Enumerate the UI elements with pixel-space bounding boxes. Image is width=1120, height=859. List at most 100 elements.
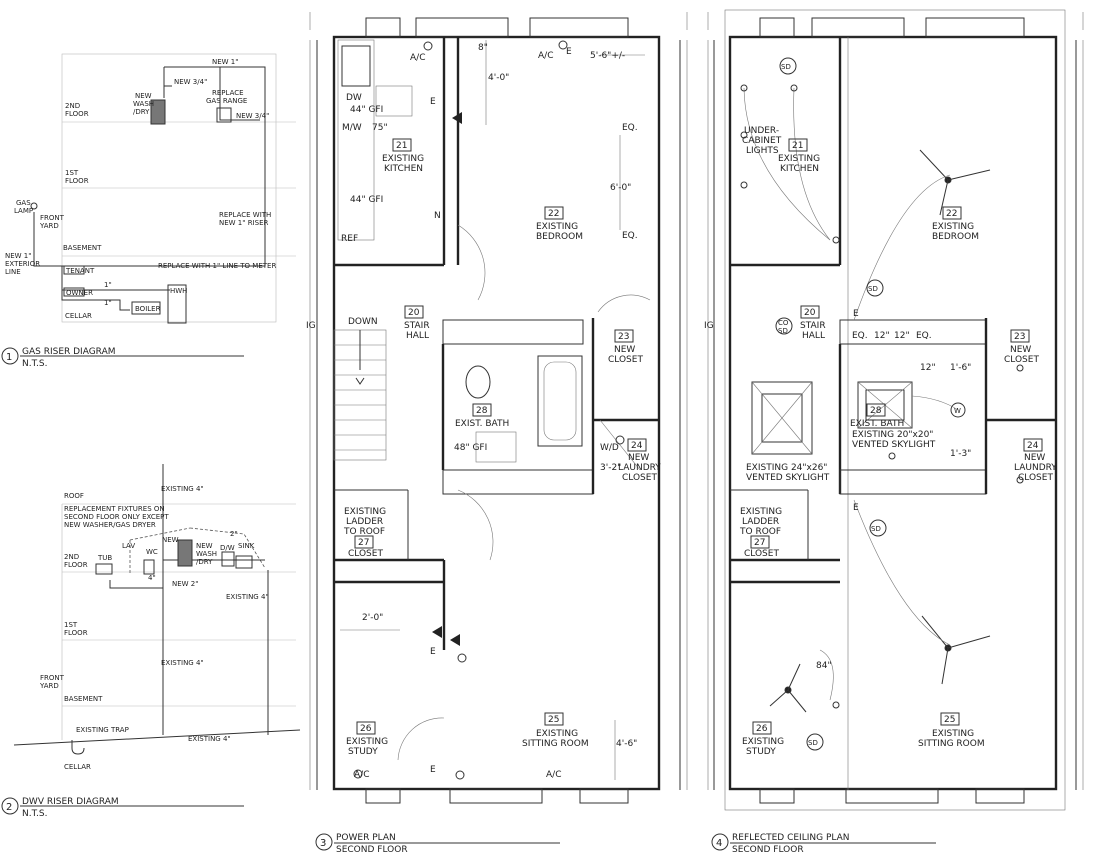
dwv-scale: N.T.S.: [22, 809, 47, 819]
power-room-26: 26 EXISTING STUDY: [346, 721, 388, 757]
room-name: BEDROOM: [536, 232, 583, 242]
dwv-existing-4-mid: EXISTING 4": [226, 593, 269, 601]
power-gfi-48: 48" GFI: [454, 443, 487, 453]
room-name: KITCHEN: [384, 164, 423, 174]
rcp-ladder-3: TO ROOF: [739, 527, 781, 537]
power-dim-2-0: 2'-0": [362, 613, 383, 623]
dwv-note-3: NEW WASHER/GAS DRYER: [64, 521, 156, 529]
room-number: 23: [1014, 332, 1025, 342]
room-number: 23: [618, 332, 629, 342]
rcp-room-24: 24 NEW LAUNDRY CLOSET: [1014, 438, 1057, 483]
dwv-1st-floor-2: FLOOR: [64, 629, 88, 637]
power-e-3: E: [430, 647, 436, 657]
dwv-existing-4-low: EXISTING 4": [161, 659, 204, 667]
rcp-eq-2: EQ.: [916, 331, 932, 341]
dwv-2nd-floor-2: FLOOR: [64, 561, 88, 569]
power-ref: REF: [341, 234, 358, 244]
power-room-20: 20 STAIR HALL: [404, 305, 430, 341]
rcp-skylight-20-2: VENTED SKYLIGHT: [852, 440, 936, 450]
dwv-1st-floor-1: 1ST: [64, 621, 78, 629]
rcp-sd-3: SD: [871, 525, 881, 533]
rcp-room-28: 28 EXIST. BATH: [850, 403, 904, 429]
rcp-sd-1: SD: [781, 63, 791, 71]
power-n: N: [434, 211, 441, 221]
power-ladder-2: LADDER: [346, 517, 383, 527]
power-ladder-3: TO ROOF: [343, 527, 385, 537]
room-name: BEDROOM: [932, 232, 979, 242]
room-number: 22: [946, 209, 957, 219]
rcp-room-22: 22 EXISTING BEDROOM: [932, 206, 979, 242]
dwv-tub: TUB: [97, 554, 112, 562]
room-number: 25: [548, 715, 559, 725]
power-ig: IG: [306, 321, 316, 331]
dwv-existing-4-top: EXISTING 4": [161, 485, 204, 493]
rcp-e-2: E: [853, 503, 859, 513]
gas-exterior-2: EXTERIOR: [5, 260, 40, 268]
room-name: HALL: [406, 331, 429, 341]
power-room-28: 28 EXIST. BATH: [455, 403, 509, 429]
room-name: EXISTING: [742, 737, 784, 747]
dwv-new-2: NEW 2": [172, 580, 198, 588]
power-dim-3-2: 3'-2": [600, 463, 621, 473]
power-plan: A/C A/C A/C A/C E E E E DW 44" GFI M/W 7…: [306, 12, 688, 855]
room-name: STUDY: [348, 747, 378, 757]
gas-exterior-1: NEW 1": [5, 252, 31, 260]
gas-scale: N.T.S.: [22, 359, 47, 369]
power-dim-6-0: 6'-0": [610, 183, 631, 193]
dwv-title-number: 2: [6, 802, 12, 813]
power-dim-8: 8": [478, 43, 488, 53]
dwv-existing-trap: EXISTING TRAP: [76, 726, 129, 734]
rcp-skylight-24-2: VENTED SKYLIGHT: [746, 473, 830, 483]
room-name: CLOSET: [608, 355, 643, 365]
room-name: STUDY: [746, 747, 776, 757]
dwv-roof: ROOF: [64, 492, 84, 500]
rcp-84: 84": [816, 661, 832, 671]
dwv-wc: WC: [146, 548, 158, 556]
rcp-co-sd-2: SD: [778, 327, 788, 335]
gas-lamp-1: GAS: [16, 199, 31, 207]
gas-title: GAS RISER DIAGRAM: [22, 347, 116, 357]
power-room-23: 23 NEW CLOSET: [608, 329, 643, 365]
dwv-lav: LAV: [122, 542, 135, 550]
power-e-4: E: [430, 765, 436, 775]
room-name: EXISTING: [346, 737, 388, 747]
gas-new-1-label: NEW 1": [212, 58, 238, 66]
dwv-2in-a: 2": [230, 530, 238, 538]
gas-1st-floor-2: FLOOR: [65, 177, 89, 185]
gas-front-yard-1: FRONT: [40, 214, 65, 222]
room-name: EXISTING: [932, 729, 974, 739]
power-subtitle: SECOND FLOOR: [336, 845, 408, 855]
rcp-ig: IG: [704, 321, 714, 331]
rcp-subtitle: SECOND FLOOR: [732, 845, 804, 855]
gas-riser-diagram: NEW 1" NEW 3/4" NEW WASH /DRY REPLACE GA…: [1, 53, 296, 369]
gas-tenant: TENANT: [65, 267, 95, 275]
power-room-25: 25 EXISTING SITTING ROOM: [522, 712, 589, 749]
gas-1in-a: 1": [104, 281, 112, 289]
rcp-sd-4: SD: [808, 739, 818, 747]
rcp-room-25: 25 EXISTING SITTING ROOM: [918, 712, 985, 749]
rcp-skylight-24-1: EXISTING 24"x26": [746, 463, 827, 473]
gas-basement: BASEMENT: [63, 244, 102, 252]
power-ladder-1: EXISTING: [344, 507, 386, 517]
dwv-wash-2: WASH: [196, 550, 217, 558]
gas-replace-riser-2: NEW 1" RISER: [219, 219, 268, 227]
gas-hwh: HWH: [170, 287, 187, 295]
room-number: 26: [756, 724, 768, 734]
room-number: 20: [804, 308, 816, 318]
rcp-skylight-20-1: EXISTING 20"x20": [852, 430, 933, 440]
gas-boiler: BOILER: [135, 305, 161, 313]
rcp-eq-1: EQ.: [852, 331, 868, 341]
rcp-title-number: 4: [716, 838, 722, 849]
gas-wash-label-2: WASH: [133, 100, 154, 108]
dwv-basement: BASEMENT: [64, 695, 103, 703]
room-number: 21: [396, 141, 407, 151]
room-number: 28: [476, 406, 488, 416]
power-mw-height: 75": [372, 123, 388, 133]
gas-2nd-floor-1: 2ND: [65, 102, 80, 110]
room-number: 25: [944, 715, 955, 725]
gas-title-number: 1: [6, 352, 12, 363]
room-name: NEW: [628, 453, 649, 463]
power-gfi-44b: 44" GFI: [350, 195, 383, 205]
reflected-ceiling-plan: SD SD SD SD CO SD W UNDER- CABINET LIGHT…: [704, 9, 1084, 855]
